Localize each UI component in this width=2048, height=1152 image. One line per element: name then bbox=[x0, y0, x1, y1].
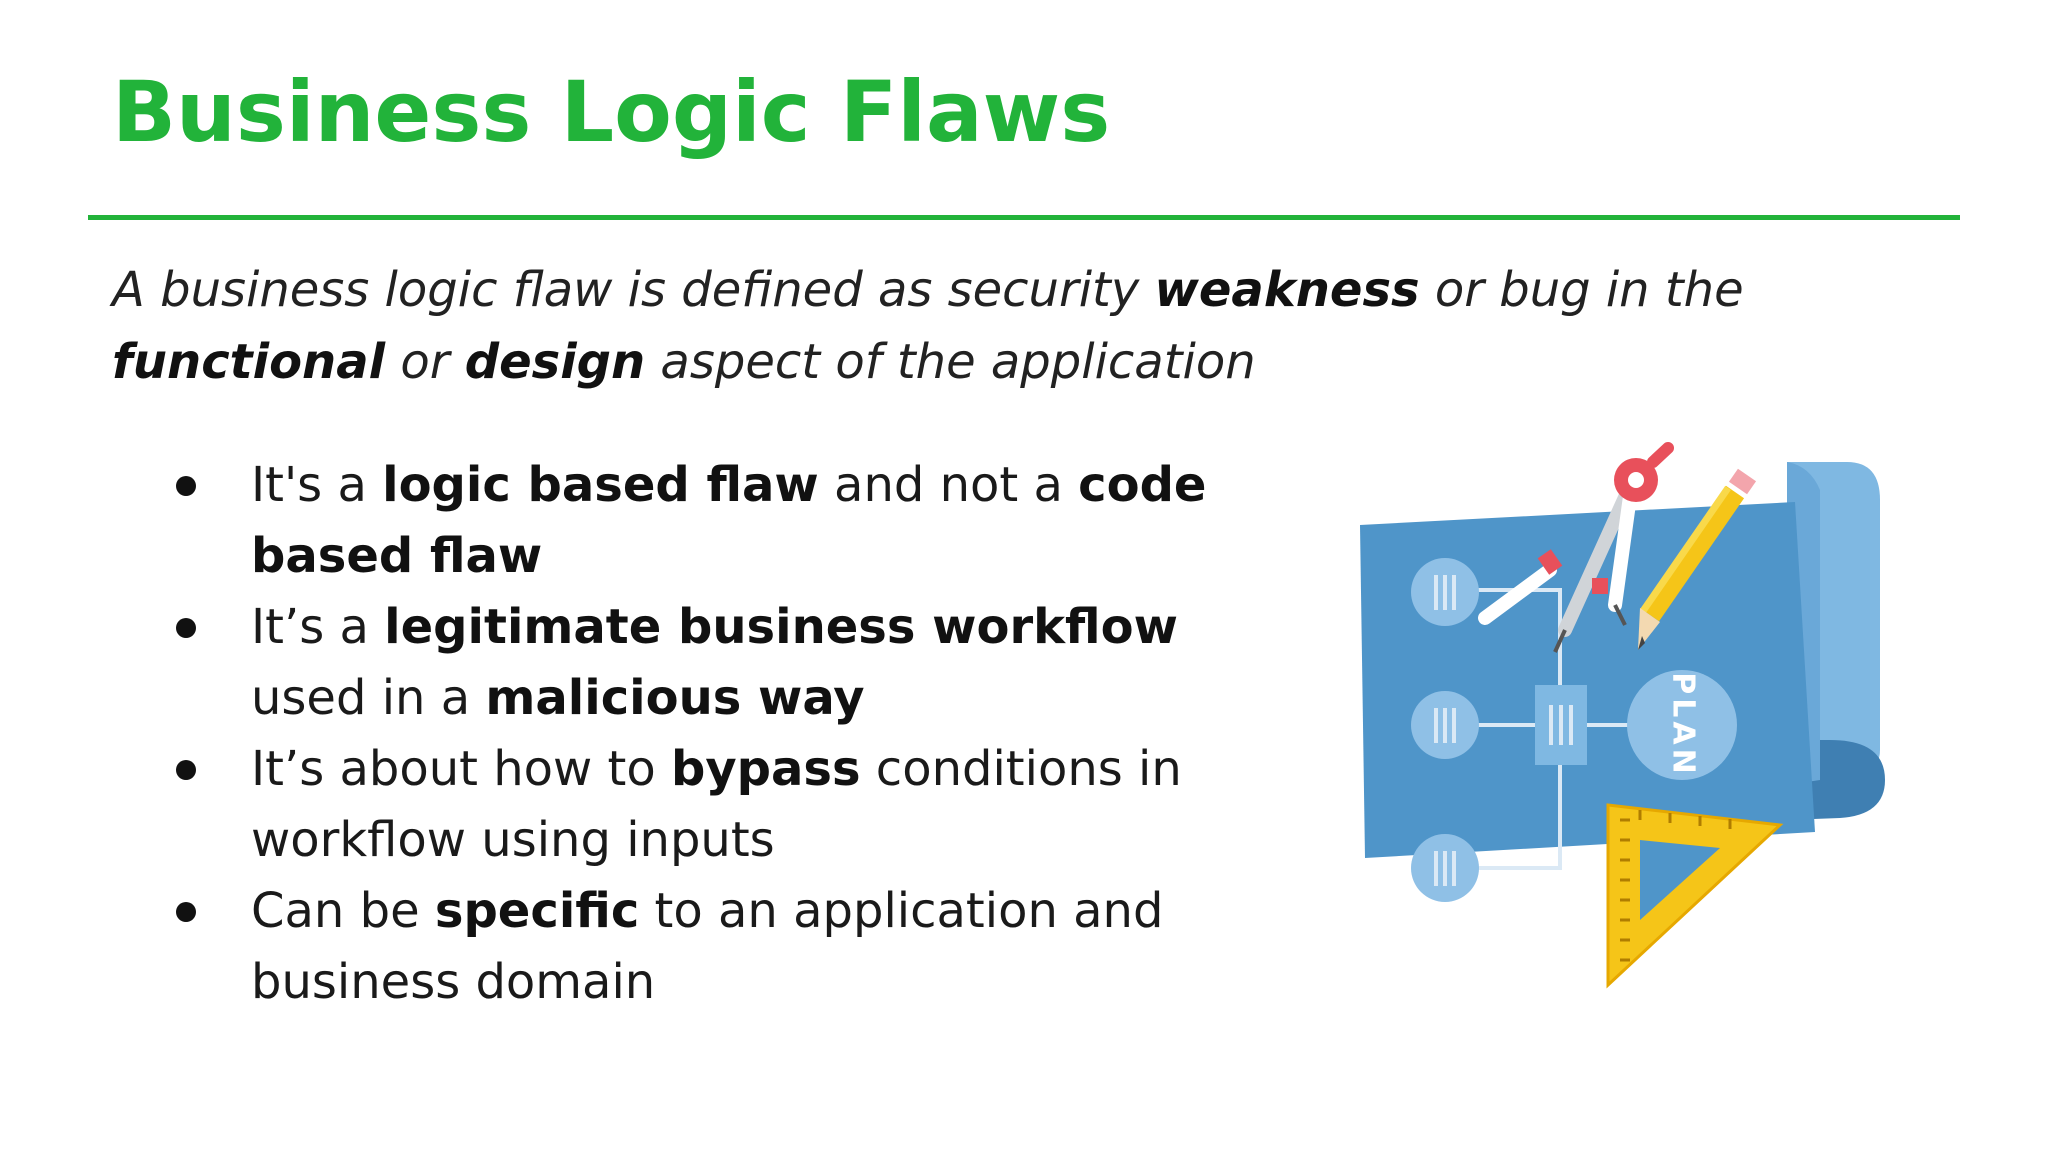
bullet-item: It’s a legitimate business workflow used… bbox=[176, 592, 1236, 734]
definition-text: A business logic flaw is defined as secu… bbox=[112, 254, 1932, 398]
bullet-dot bbox=[176, 618, 196, 638]
bullet-bold: bypass bbox=[671, 741, 861, 797]
bullet-bold: specific bbox=[434, 883, 640, 939]
bullet-item: It’s about how to bypass conditions in w… bbox=[176, 734, 1236, 876]
definition-part-2: or bug in the bbox=[1419, 262, 1744, 318]
bullet-bold: code based flaw bbox=[251, 457, 1207, 584]
definition-part-3: or bbox=[385, 334, 465, 390]
bullet-item: It's a logic based flaw and not a code b… bbox=[176, 450, 1236, 592]
bullet-list: It's a logic based flaw and not a code b… bbox=[176, 450, 1236, 1018]
blueprint-plan-icon: PLAN bbox=[1360, 442, 1885, 989]
bullet-item: Can be specific to an application and bu… bbox=[176, 876, 1236, 1018]
bullet-bold: legitimate business workflow bbox=[384, 599, 1178, 655]
definition-bold-design: design bbox=[464, 334, 646, 390]
bullet-text: It's a bbox=[251, 457, 383, 513]
definition-part-4: aspect of the application bbox=[645, 334, 1256, 390]
bullet-bold: malicious way bbox=[485, 670, 865, 726]
bullet-dot bbox=[176, 760, 196, 780]
bullet-text: and not a bbox=[818, 457, 1079, 513]
bullet-dot bbox=[176, 476, 196, 496]
bullet-text: used in a bbox=[251, 670, 486, 726]
bullet-text: to an application and business domain bbox=[251, 883, 1164, 1010]
definition-bold-weakness: weakness bbox=[1154, 262, 1420, 318]
slide-title: Business Logic Flaws bbox=[112, 63, 1111, 161]
bullet-text: conditions in workflow using inputs bbox=[251, 741, 1182, 868]
bullet-bold: logic based flaw bbox=[382, 457, 819, 513]
definition-part-1: A business logic flaw is defined as secu… bbox=[112, 262, 1155, 318]
definition-bold-functional: functional bbox=[112, 334, 386, 390]
bullet-text: Can be bbox=[251, 883, 435, 939]
bullet-text: It’s a bbox=[251, 599, 385, 655]
bullet-text: It’s about how to bbox=[251, 741, 671, 797]
plan-label: PLAN bbox=[1666, 672, 1701, 777]
title-divider bbox=[88, 215, 1960, 220]
bullet-dot bbox=[176, 902, 196, 922]
